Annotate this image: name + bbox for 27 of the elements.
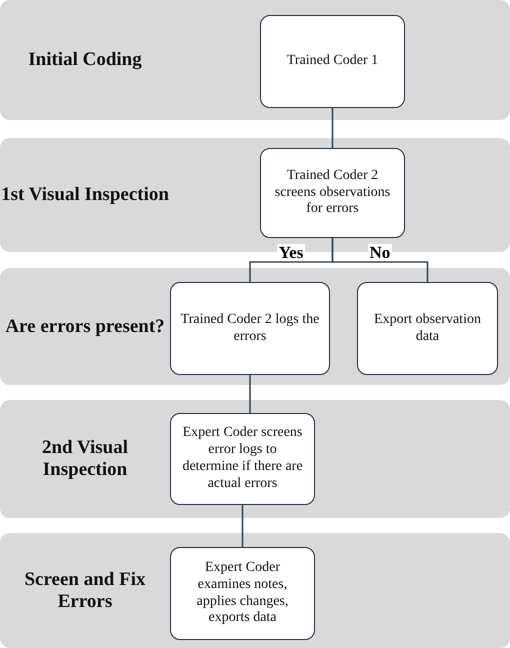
process-box [170,282,330,375]
process-box [170,413,315,505]
stage-band [0,268,510,385]
step-text: Export observation data [373,312,482,346]
process-box [260,148,405,238]
process-box [170,547,315,640]
step-text: Trained Coder 2 logs the errors [180,312,320,346]
stage-band [0,0,510,120]
edge-label: No [368,244,392,261]
stage-label: Screen and Fix Errors [23,568,147,612]
step-text: Expert Coder screens error logs to determine if there are actual errors [181,425,304,493]
stage-label: Initial Coding [28,49,142,71]
connector-line [332,108,334,148]
step-text: Trained Coder 2 screens observations for errors [274,168,392,218]
process-box [260,15,405,108]
step-text: Trained Coder 1 [286,53,378,70]
connector-line [242,505,244,547]
connector-line [332,238,428,282]
stage-label: Are errors present? [5,316,165,338]
edge-label: Yes [276,244,306,261]
stage-label: 1st Visual Inspection [1,184,169,206]
stage-band [0,400,510,518]
step-text: Expert Coder examines notes, applies changes, exports data [196,560,290,628]
process-box [357,282,498,375]
stage-band [0,533,510,648]
connector-line [249,375,251,413]
stage-label: 2nd Visual Inspection [40,437,130,481]
